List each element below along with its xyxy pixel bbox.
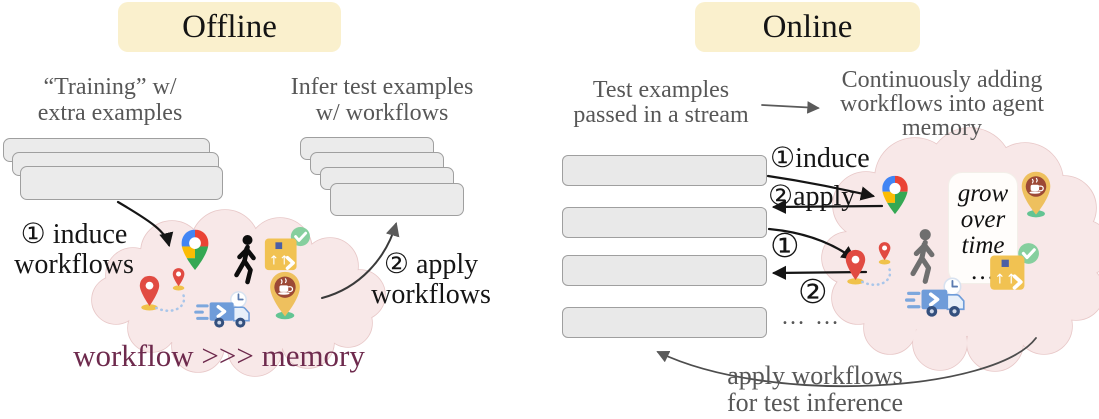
apply-for-inference-label: apply workflows for test inference — [726, 361, 904, 417]
induce-workflows-label: ① induce workflows — [14, 219, 134, 280]
example-card — [20, 166, 223, 200]
example-card — [330, 183, 464, 216]
walking-person-icon — [230, 234, 261, 288]
package-check-icon — [261, 226, 311, 274]
stream-ellipsis: … … — [781, 304, 841, 330]
online-title: Online — [762, 8, 853, 45]
offline-title-badge: Offline — [118, 2, 341, 52]
coffee-place-pin-icon — [1018, 170, 1054, 220]
coffee-place-pin-icon — [266, 270, 304, 322]
delivery-truck-icon — [194, 288, 256, 338]
online-title-badge: Online — [695, 2, 920, 52]
stream-example-card — [562, 207, 767, 238]
package-check-icon — [986, 242, 1040, 294]
route-pins-icon — [840, 236, 902, 289]
stream-example-card — [562, 155, 767, 186]
step-1-badge: ① — [770, 229, 800, 265]
continuously-adding-label: Continuously adding workflows into agent… — [840, 67, 1044, 141]
stream-example-card — [562, 255, 767, 286]
training-examples-label: “Training” w/ extra examples — [37, 74, 183, 126]
apply-workflows-label: ② apply workflows — [371, 249, 491, 310]
test-stream-label: Test examples passed in a stream — [573, 77, 749, 128]
workflow-memory-caption: workflow >>> memory — [73, 338, 365, 373]
induce-step-label: ①induce — [770, 143, 870, 174]
apply-step-label: ②apply — [768, 181, 856, 212]
infer-test-examples-label: Infer test examples w/ workflows — [290, 74, 474, 126]
delivery-truck-icon — [905, 274, 971, 328]
stream-example-card — [562, 307, 767, 338]
offline-title: Offline — [182, 8, 277, 45]
